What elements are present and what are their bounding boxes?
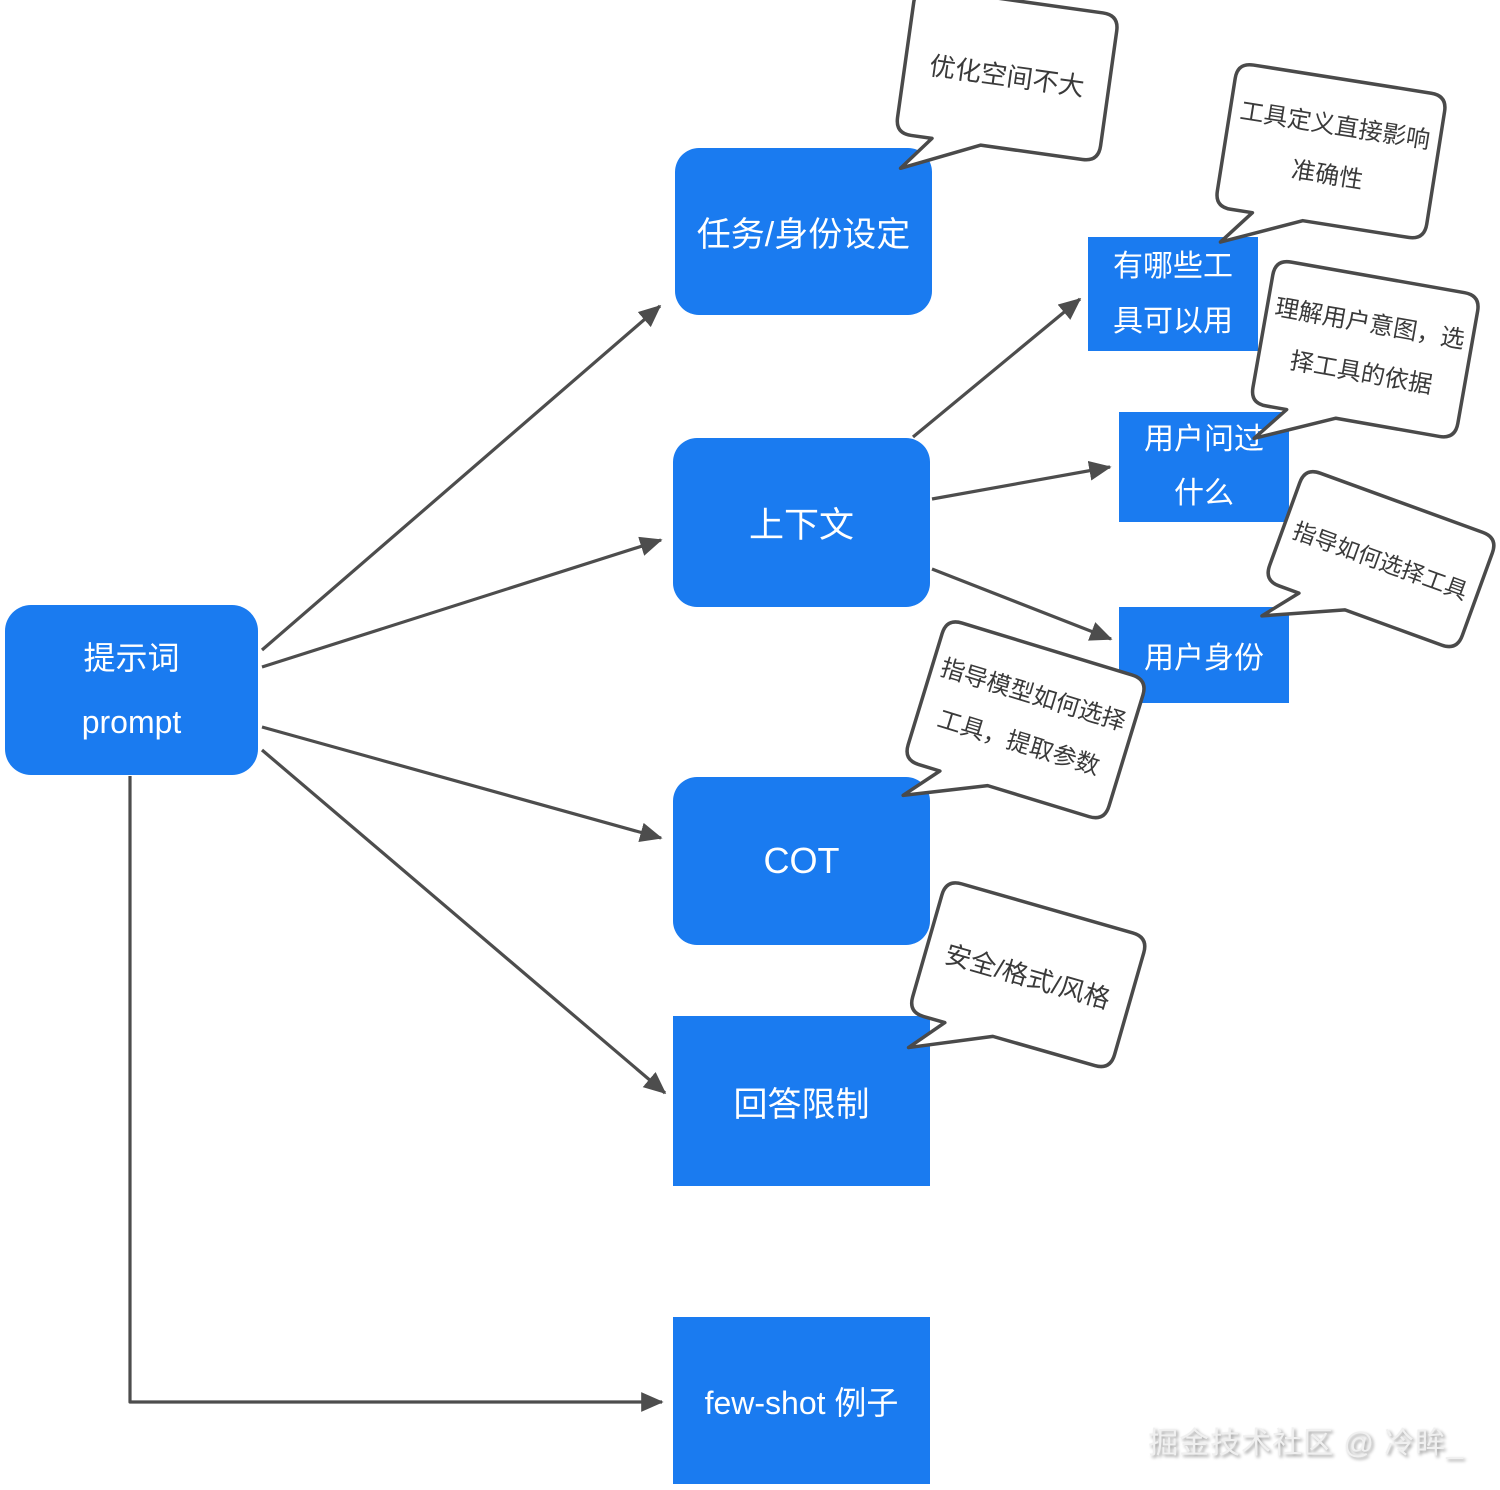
edge-prompt-task <box>260 304 662 652</box>
node-available-tools: 有哪些工 具可以用 <box>1088 237 1258 351</box>
bubble-cot-note-shape <box>901 620 1146 820</box>
node-user-identity: 用户身份 <box>1119 607 1289 703</box>
edge-prompt-fewshot <box>128 776 664 1412</box>
bubble-tools-note: 工具定义直接影响准确性 <box>1209 62 1447 278</box>
node-cot: COT <box>673 777 930 945</box>
node-user-asked-line1: 用户问过 <box>1144 423 1264 456</box>
bubble-limit-note-shape <box>906 881 1147 1069</box>
bubble-limit-note: 安全/格式/风格 <box>898 879 1148 1106</box>
bubble-task-note-shape <box>895 0 1119 171</box>
bubble-asked-note-shape <box>1250 259 1480 441</box>
edge-prompt-context <box>261 536 663 669</box>
bubble-asked-note: 理解用户意图，选择工具的依据 <box>1244 259 1481 476</box>
bubble-identity-note-shape <box>1260 469 1496 649</box>
node-available-tools-line2: 具可以用 <box>1113 305 1233 338</box>
node-fewshot-examples: few-shot 例子 <box>673 1317 930 1484</box>
edge-context-asked <box>931 460 1112 501</box>
node-prompt-line2: prompt <box>81 704 182 740</box>
edge-prompt-limit <box>260 748 667 1095</box>
node-task-identity-setting: 任务/身份设定 <box>675 148 932 315</box>
node-context: 上下文 <box>673 438 930 607</box>
edge-context-tools <box>911 297 1082 439</box>
bubble-task-note: 优化空间不大 <box>890 0 1119 199</box>
watermark: 掘金技术社区 @ 冷眸_ <box>1148 1427 1464 1460</box>
bubble-task-note-text: 优化空间不大 <box>927 49 1087 102</box>
bubble-identity-note: 指导如何选择工具 <box>1251 468 1498 687</box>
node-user-asked-line2: 什么 <box>1174 477 1234 510</box>
bubble-cot-note: 指导模型如何选择工具，提取参数 <box>892 618 1147 857</box>
node-prompt-line1: 提示词 <box>83 640 180 676</box>
node-answer-limit: 回答限制 <box>673 1016 930 1186</box>
bubble-tools-note-shape <box>1215 62 1447 244</box>
node-available-tools-line1: 有哪些工 <box>1113 250 1233 283</box>
edge-prompt-cot <box>261 725 663 842</box>
node-prompt: 提示词 prompt <box>5 605 258 775</box>
